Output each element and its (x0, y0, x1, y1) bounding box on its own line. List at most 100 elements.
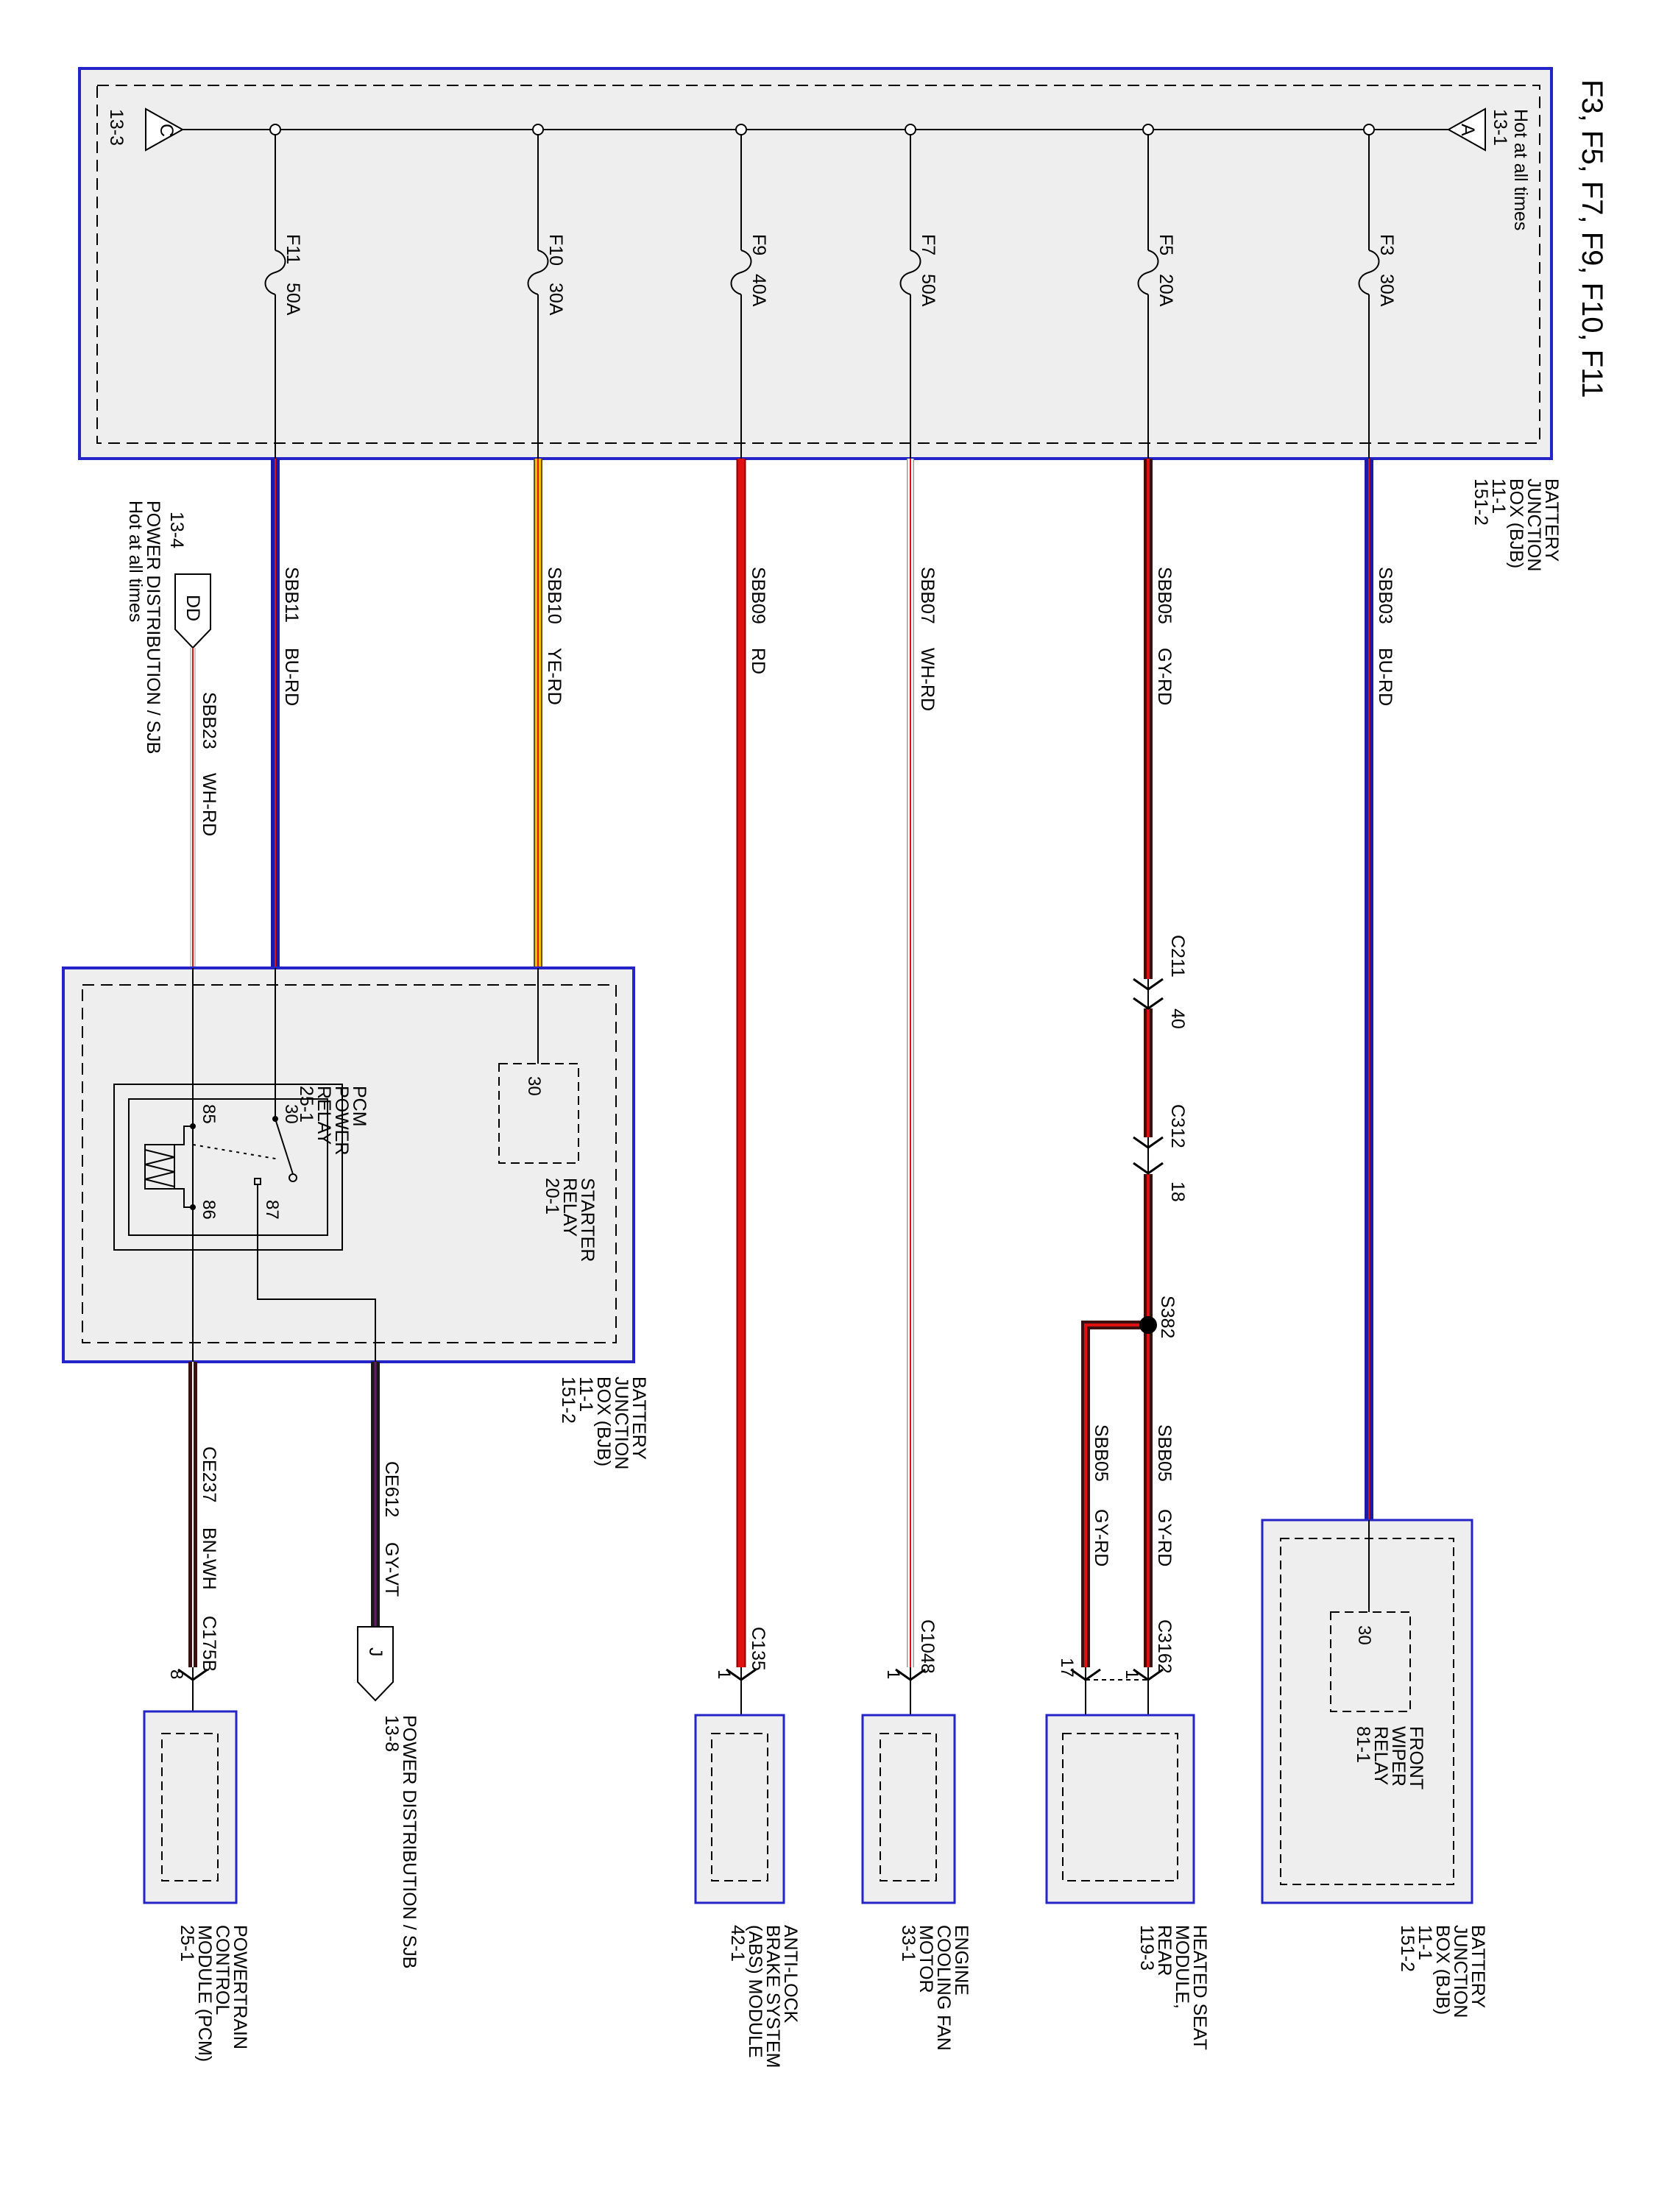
wire-sbb10-color: YE-RD (544, 648, 565, 705)
connector-dd-icon (174, 573, 211, 649)
fuse-f11 (264, 124, 286, 459)
bjb-top-box (78, 67, 1553, 460)
starter-relay-label-line3: 20-1 (542, 1178, 562, 1215)
fuse-f3-name: F3 (1376, 234, 1397, 255)
connector-c312 (1133, 1136, 1164, 1175)
fuse-f9-amps: 40A (749, 274, 769, 307)
bjb-bottom-label-line3: BOX (BJB) (593, 1377, 614, 1466)
starter-relay (498, 968, 579, 1164)
fan-connector-pin: 1 (883, 1669, 903, 1679)
ref-c: 13-3 (106, 109, 127, 146)
fan-module-label-line3: MOTOR (916, 1925, 936, 1993)
bjb-wiper-box (1261, 1519, 1473, 1904)
bjb-top-label-line4: 11-1 (1488, 478, 1509, 514)
wire-sbb05-label: SBB05 (1154, 567, 1175, 624)
bjb-bottom-label-line1: BATTERY (629, 1377, 649, 1460)
wiper-relay-label: FRONT WIPER RELAY 81-1 (1353, 1726, 1426, 1789)
heated-seat-label-line3: REAR (1154, 1925, 1175, 1976)
split-wire-right-label: SBB05 (1154, 1424, 1175, 1482)
fuse-f9-name: F9 (749, 234, 769, 255)
bjb-bottom-label: BATTERY JUNCTION BOX (BJB) 11-1 151-2 (558, 1377, 649, 1469)
wire-sbb03-color: BU-RD (1375, 648, 1395, 706)
heated-seat-module (1045, 1667, 1195, 1904)
fuse-f9-icon (730, 250, 752, 295)
split-wire-left-label: SBB05 (1091, 1424, 1111, 1482)
wire-sbb10-label: SBB10 (544, 567, 565, 624)
relay-coil-icon (144, 1149, 175, 1187)
power-dist-j-ref: 13-8 (381, 1715, 402, 1752)
fuse-f7 (899, 124, 921, 459)
pcm-module (143, 1667, 238, 1904)
fuse-f5 (1137, 124, 1159, 459)
abs-connector-pin: 1 (714, 1669, 734, 1679)
fuse-f5-name: F5 (1156, 234, 1176, 255)
abs-module (694, 1667, 785, 1904)
hot-at-all-times-top: Hot at all times (1510, 109, 1531, 230)
fan-connector-label: C1048 (917, 1619, 938, 1674)
fan-module-label: ENGINE COOLING FAN MOTOR 33-1 (898, 1925, 972, 2051)
fuse-f10-icon (527, 250, 549, 295)
abs-module-label-line4: 42-1 (727, 1925, 748, 1962)
pcm-relay-label-line4: 25-1 (296, 1086, 316, 1123)
diagram-title: F3, F5, F7, F9, F10, F11 (1576, 79, 1608, 398)
bjb-wiper-label-line3: BOX (BJB) (1432, 1925, 1453, 2015)
split-wire-right-color: GY-RD (1154, 1509, 1175, 1566)
abs-module-label-line2: BRAKE SYSTEM (762, 1925, 783, 2068)
wiper-relay-label-line1: FRONT (1406, 1726, 1426, 1789)
bjb-top-label-line2: JUNCTION (1524, 478, 1544, 571)
pcm-power-relay (113, 968, 376, 1362)
wiper-relay-label-line3: RELAY (1370, 1726, 1391, 1785)
pcm-relay-pin85: 85 (199, 1104, 219, 1124)
connector-c211 (1133, 978, 1164, 1010)
starter-relay-pin: 30 (524, 1076, 544, 1096)
wire-sbb11-color: BU-RD (281, 648, 302, 706)
heated-seat-pin-a: 1 (1122, 1669, 1142, 1679)
wire-sbb09-label: SBB09 (748, 567, 768, 624)
heated-seat-label-line2: MODULE, (1172, 1925, 1192, 2009)
sbb23-power-dist-label: POWER DISTRIBUTION / SJB (143, 501, 163, 754)
pcm-connector-label: C175B (199, 1616, 219, 1672)
bjb-wiper-label-line4: 11-1 (1415, 1925, 1435, 1960)
heated-seat-label-line1: HEATED SEAT (1189, 1925, 1210, 2050)
sbb23-hot-label: Hot at all times (125, 501, 146, 622)
bjb-top-label-line5: 151-2 (1471, 478, 1491, 526)
bjb-wiper-label-line1: BATTERY (1468, 1925, 1488, 2008)
pcm-connector-pin: 8 (166, 1669, 186, 1679)
triangle-a-icon (1446, 107, 1486, 152)
heated-seat-module-label: HEATED SEAT MODULE, REAR 119-3 (1136, 1925, 1210, 2050)
bjb-top-label: BATTERY JUNCTION BOX (BJB) 11-1 151-2 (1471, 478, 1562, 571)
pcm-relay-label: PCM POWER RELAY 25-1 (296, 1086, 369, 1155)
connector-c312-label: C312 (1167, 1104, 1188, 1148)
connector-dd-letter: DD (183, 595, 203, 621)
abs-module-label-line3: (ABS) MODULE (745, 1925, 765, 2058)
pcm-module-label: POWERTRAIN CONTROL MODULE (PCM) 25-1 (177, 1925, 250, 2062)
bjb-bottom-label-line5: 151-2 (558, 1377, 578, 1424)
bjb-wiper-label-line5: 151-2 (1397, 1925, 1418, 1972)
fuse-f5-icon (1137, 250, 1159, 295)
fuse-f10-name: F10 (545, 234, 566, 266)
fuse-f7-name: F7 (918, 234, 938, 255)
pcm-relay-label-line1: PCM (349, 1086, 369, 1127)
pcm-module-label-line1: POWERTRAIN (230, 1925, 250, 2049)
triangle-c-letter: C (156, 124, 177, 137)
fan-module-label-line4: 33-1 (898, 1925, 919, 1962)
wire-sbb11-label: SBB11 (281, 567, 302, 623)
bjb-top-label-line3: BOX (BJB) (1506, 478, 1526, 568)
fuse-f7-amps: 50A (918, 274, 938, 307)
splice-s382-dot (1139, 1316, 1157, 1334)
splice-s382 (1081, 1316, 1157, 1667)
wire-ce237-label: CE237 (199, 1446, 219, 1502)
pcm-relay-label-line2: POWER (331, 1086, 352, 1155)
fuse-f9 (730, 124, 752, 459)
wire-sbb23-color: WH-RD (199, 773, 219, 836)
wire-ce237-color: BN-WH (199, 1527, 219, 1590)
bjb-wiper-label: BATTERY JUNCTION BOX (BJB) 11-1 151-2 (1397, 1925, 1488, 2018)
triangle-a-letter: A (1457, 124, 1478, 136)
connector-j-letter: J (365, 1647, 386, 1657)
fuse-f7-icon (899, 250, 921, 295)
splice-s382-label: S382 (1157, 1296, 1178, 1338)
sbb23-ref: 13-4 (166, 512, 187, 548)
fuse-f5-amps: 20A (1156, 274, 1176, 307)
bjb-bottom-label-line4: 11-1 (576, 1377, 596, 1412)
